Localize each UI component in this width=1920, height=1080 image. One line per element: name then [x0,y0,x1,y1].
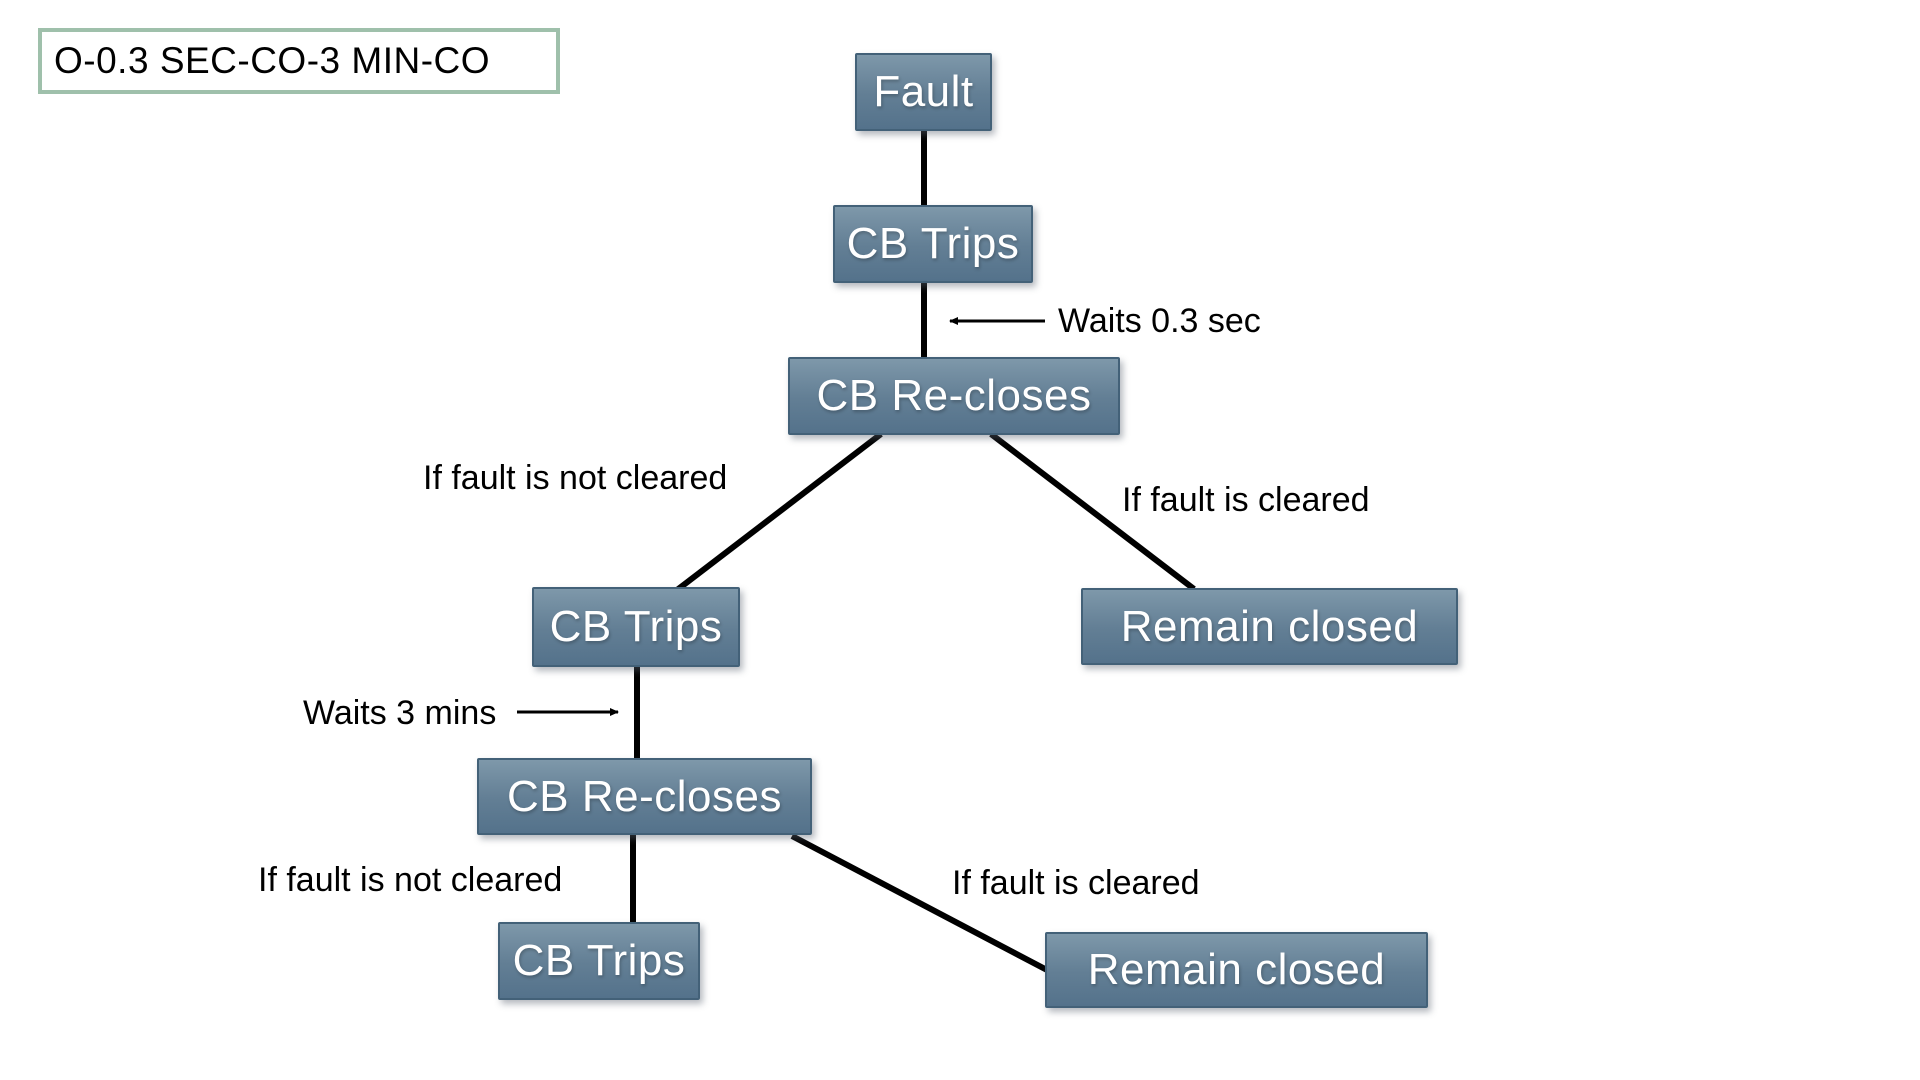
node-cb-recloses-2: CB Re-closes [477,758,812,835]
edge-label-branch2-not-cleared: If fault is not cleared [258,861,563,899]
node-remain-closed-1: Remain closed [1081,588,1458,665]
node-cb-trips-3-label: CB Trips [512,936,686,985]
node-remain-closed-2: Remain closed [1045,932,1428,1008]
sequence-title-box: O-0.3 SEC-CO-3 MIN-CO [38,28,560,94]
node-cb-trips-2: CB Trips [532,587,740,667]
sequence-title: O-0.3 SEC-CO-3 MIN-CO [54,40,491,81]
edge-label-branch2-cleared: If fault is cleared [952,864,1200,902]
edge-label-wait-3mins: Waits 3 mins [303,694,497,732]
node-cb-recloses-1: CB Re-closes [788,357,1120,435]
connector-cbrecloses2-to-remainclosed2 [790,833,1049,973]
edge-label-branch1-cleared: If fault is cleared [1122,481,1370,519]
node-cb-recloses-1-label: CB Re-closes [816,371,1092,420]
connector-cbrecloses1-to-cbtrips2 [675,431,883,593]
node-cb-trips-1-label: CB Trips [846,219,1020,268]
edge-label-wait-03sec: Waits 0.3 sec [1058,302,1261,340]
node-cb-recloses-2-label: CB Re-closes [507,771,782,821]
connector-cbrecloses1-to-remainclosed1 [989,431,1196,592]
node-remain-closed-1-label: Remain closed [1120,601,1419,651]
edge-label-branch1-not-cleared: If fault is not cleared [423,459,728,497]
node-fault: Fault [855,53,992,131]
node-fault-label: Fault [873,67,974,116]
node-cb-trips-1: CB Trips [833,205,1033,283]
node-remain-closed-2-label: Remain closed [1087,945,1386,994]
node-cb-trips-3: CB Trips [498,922,700,1000]
node-cb-trips-2-label: CB Trips [549,602,723,651]
